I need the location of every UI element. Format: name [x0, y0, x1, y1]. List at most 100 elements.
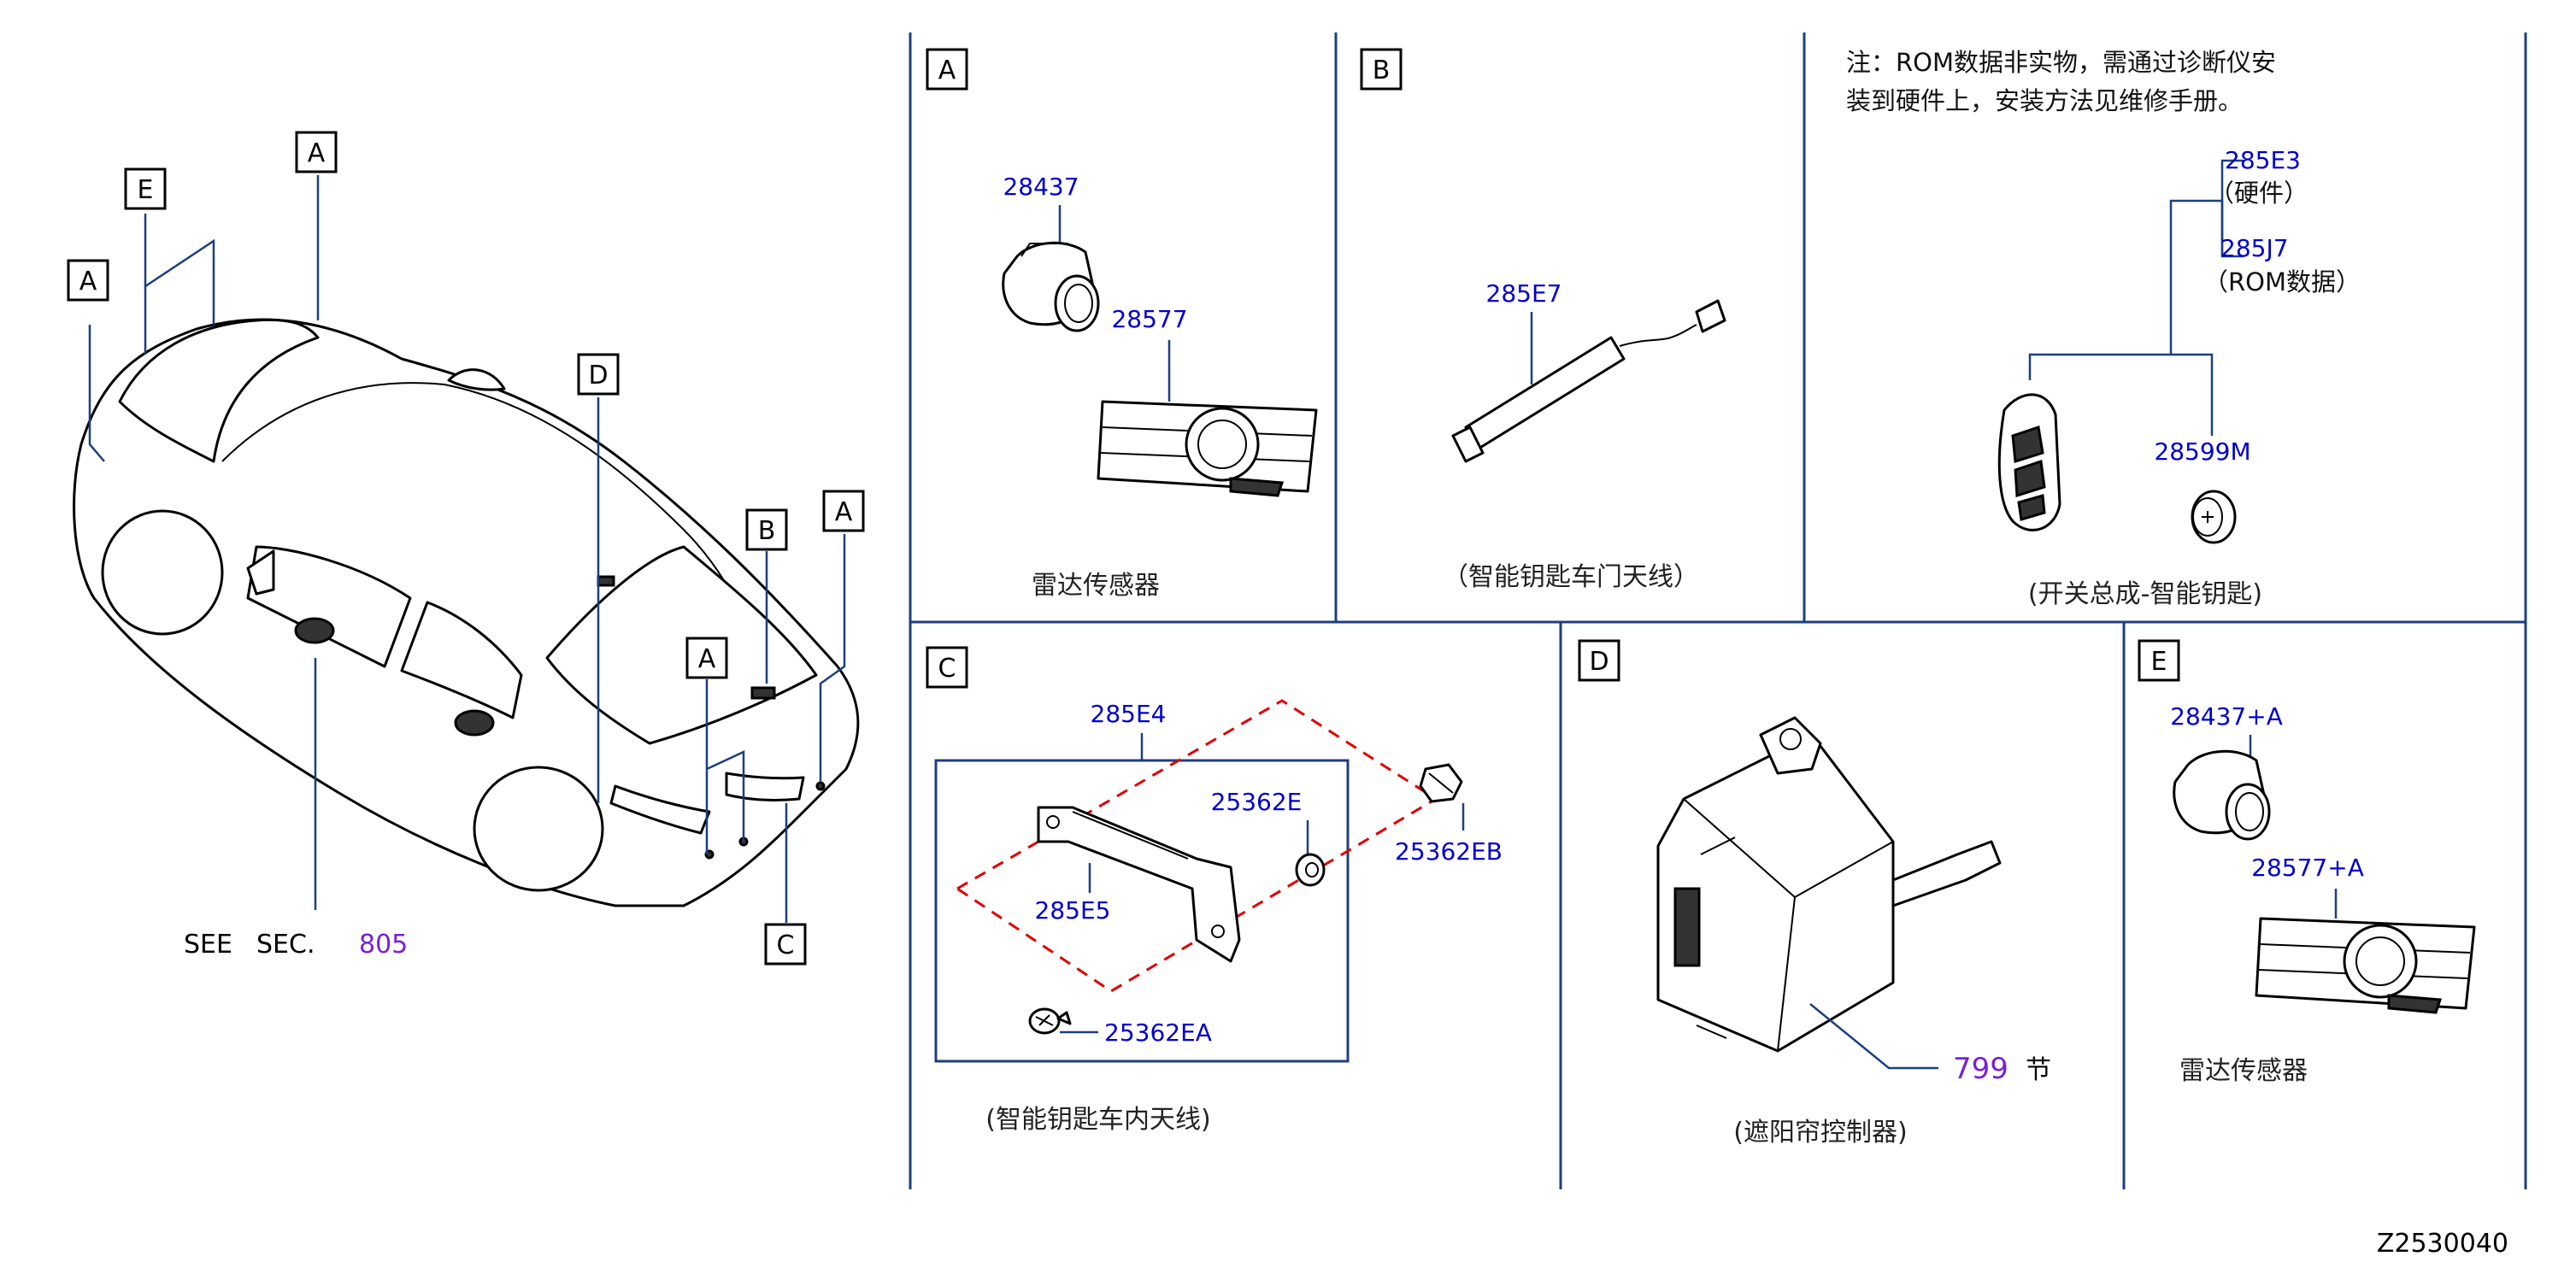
- part-number-285E3[interactable]: 285E3: [2225, 146, 2301, 174]
- callout-d: D: [577, 353, 620, 396]
- callout-letter: B: [758, 516, 776, 546]
- leader-key-branch: [2028, 353, 2214, 436]
- part-number-28577+A[interactable]: 28577+A: [2251, 854, 2364, 882]
- leader-a-front: [88, 325, 105, 462]
- callout-letter: E: [138, 175, 154, 205]
- panel-b: B 285E7 （智能钥匙车门天线）: [1360, 48, 1726, 592]
- leader-rom: [2220, 201, 2244, 258]
- callout-letter: A: [698, 644, 716, 674]
- panel-smart-key: 注：ROM数据非实物，需通过诊断仪安 装到硬件上，安装方法见维修手册。 285E…: [1846, 48, 2361, 609]
- leader-799: [1809, 1003, 1938, 1070]
- see-prefix: SEE: [184, 930, 232, 960]
- nut-icon: [1295, 853, 1326, 887]
- part-number-28599M[interactable]: 28599M: [2154, 437, 2250, 466]
- vehicle-windshield: [118, 318, 320, 463]
- panel-b-caption: （智能钥匙车门天线）: [1443, 562, 1699, 592]
- interior-antenna-dashed-outline: [955, 699, 1438, 993]
- panel-a-caption: 雷达传感器: [1032, 571, 1160, 601]
- panel-a: A 28437 28577 雷达传感器: [926, 48, 1318, 601]
- door-antenna-icon: [1451, 299, 1726, 463]
- sensor-bracket-icon: [1097, 400, 1318, 497]
- vehicle-body: [73, 318, 860, 907]
- note-line-2: 装到硬件上，安装方法见维修手册。: [1846, 86, 2243, 115]
- callout-letter: D: [588, 361, 608, 390]
- sensor-bracket-icon: [2255, 917, 2476, 1014]
- vehicle-front-door-handle: [294, 617, 335, 644]
- callout-letter: A: [308, 138, 326, 168]
- part-number-285J7[interactable]: 285J7: [2220, 234, 2289, 262]
- panel-e-caption: 雷达传感器: [2179, 1056, 2308, 1086]
- callout-a-roof: A: [295, 131, 338, 173]
- panel-d: D 799 节 (遮阳帘控制器): [1578, 639, 2051, 1148]
- callout-c: C: [764, 923, 807, 966]
- section-ref-suffix: 节: [2026, 1055, 2051, 1085]
- part-number-28437[interactable]: 28437: [1003, 173, 1079, 201]
- panel-letter: B: [1373, 56, 1391, 85]
- smart-key-fob-icon: [1997, 393, 2061, 531]
- interior-antenna-bracket-icon: [1037, 806, 1241, 963]
- panel-letter: E: [2151, 647, 2167, 677]
- callout-b: B: [745, 508, 788, 551]
- panel-e: E 28437+A 28577+A 雷达传感器: [2138, 639, 2476, 1086]
- panel-letter-box: [2138, 639, 2180, 682]
- section-ref-799[interactable]: 799: [1953, 1052, 2008, 1086]
- panel-letter-box: [926, 646, 968, 689]
- part-number-285E5[interactable]: 285E5: [1035, 896, 1111, 925]
- vehicle-rear-side-window: [400, 601, 523, 719]
- part-number-25362EA[interactable]: 25362EA: [1104, 1019, 1212, 1047]
- callout-a-rear: A: [685, 637, 728, 679]
- leader-a-rear: [705, 679, 745, 854]
- vehicle-tail-lamp: [609, 784, 711, 835]
- vehicle-rear-sensor-dot: [815, 781, 826, 791]
- panel-letter-box: [926, 48, 968, 91]
- vehicle-front-wheel: [101, 509, 224, 636]
- part-number-28577[interactable]: 28577: [1111, 305, 1187, 333]
- radar-sensor-icon: [1002, 241, 1100, 332]
- clip-icon: [1419, 763, 1463, 803]
- vehicle-mirror: [246, 549, 275, 596]
- vehicle-sunshade-controller-spot: [597, 575, 615, 587]
- vehicle-overview: A E A D B A A C SEE: [67, 131, 865, 966]
- part-number-25362EB[interactable]: 25362EB: [1395, 837, 1503, 866]
- see-sec-ref[interactable]: 805: [359, 930, 408, 960]
- callout-letter: A: [79, 267, 97, 296]
- vehicle-roof-antenna: [447, 368, 506, 391]
- callout-letter: A: [835, 497, 853, 527]
- panel-key-caption: (开关总成-智能钥匙): [2028, 579, 2262, 609]
- sunshade-controller-icon: [1656, 716, 2002, 1053]
- panel-c-caption: (智能钥匙车内天线): [985, 1105, 1210, 1135]
- vehicle-rear-window: [545, 545, 818, 745]
- panel-d-caption: (遮阳帘控制器): [1733, 1118, 1907, 1148]
- hardware-label: （硬件）: [2209, 179, 2308, 208]
- panel-letter: D: [1589, 647, 1609, 677]
- vehicle-front-side-window: [246, 545, 412, 668]
- see-sec-label: SEC.: [256, 930, 315, 960]
- part-number-285E4[interactable]: 285E4: [1091, 700, 1167, 728]
- part-number-28437+A[interactable]: 28437+A: [2170, 702, 2283, 731]
- panel-letter-box: [1360, 48, 1403, 91]
- vehicle-license-plate: [725, 772, 805, 801]
- callout-e: E: [124, 167, 167, 210]
- radar-sensor-icon: [2173, 749, 2271, 841]
- panel-letter: A: [938, 56, 956, 85]
- screw-icon: [1028, 1007, 1072, 1035]
- panel-frames: [909, 32, 2527, 1189]
- panel-letter-box: [1578, 639, 1620, 682]
- panel-letter: C: [938, 654, 956, 684]
- leader-a-right: [819, 534, 846, 782]
- leader-e-bracket: [144, 214, 215, 325]
- note-line-1: 注：ROM数据非实物，需通过诊断仪安: [1846, 48, 2276, 77]
- vehicle-rear-door-handle: [454, 709, 495, 737]
- panel-c: C 285E4 285E5 25362E 25362EB: [926, 646, 1503, 1135]
- part-number-285E7[interactable]: 285E7: [1486, 279, 1562, 308]
- callout-letter: C: [777, 930, 795, 960]
- rom-label: （ROM数据）: [2203, 267, 2361, 296]
- vehicle-roof: [221, 382, 753, 633]
- callout-a-front: A: [67, 259, 109, 302]
- vehicle-door-antenna-spot: [750, 686, 776, 700]
- part-number-25362E[interactable]: 25362E: [1211, 788, 1303, 816]
- coin-battery-icon: [2191, 490, 2237, 544]
- diagram-id: Z2530040: [2377, 1229, 2508, 1259]
- vehicle-rear-wheel: [473, 766, 604, 892]
